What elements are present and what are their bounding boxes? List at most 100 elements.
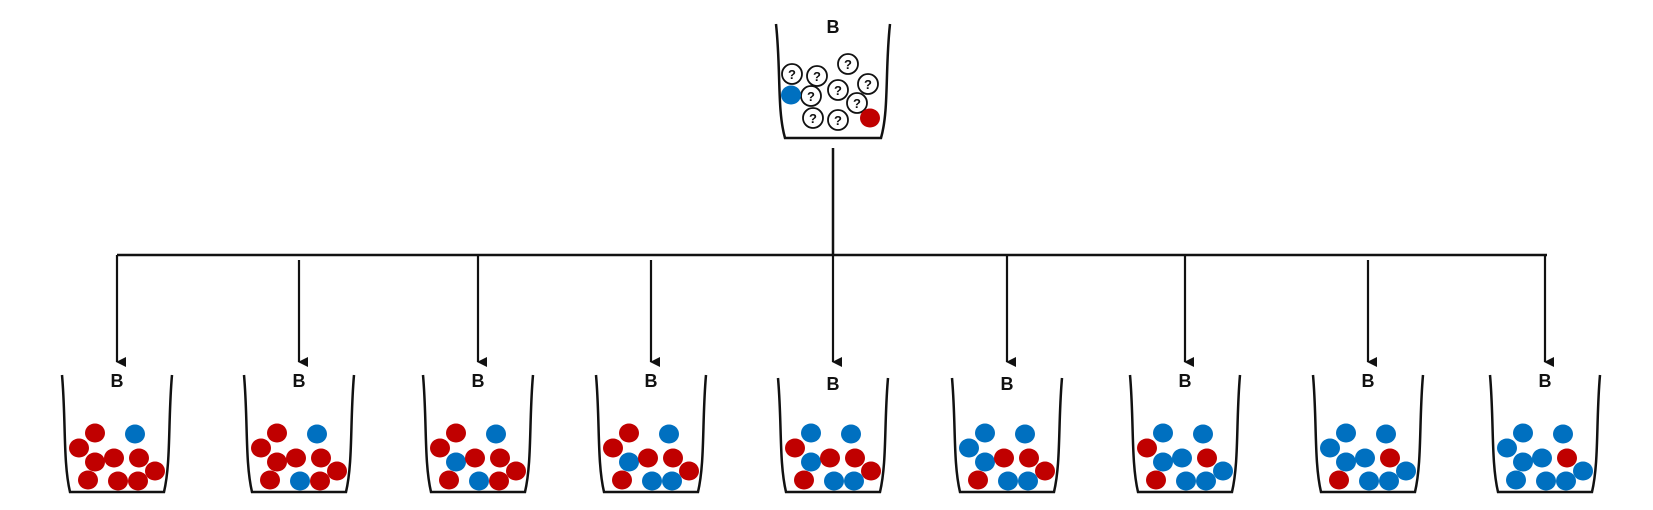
- blue-ball: [619, 452, 639, 472]
- result-cup: B: [1311, 371, 1425, 494]
- red-ball: [1035, 461, 1055, 481]
- cup-label: B: [111, 371, 124, 391]
- blue-ball: [1513, 452, 1533, 472]
- unknown-ball: ?: [806, 65, 828, 87]
- cup-outline: [776, 377, 890, 494]
- red-ball: [104, 448, 124, 468]
- blue-ball: [1355, 448, 1375, 468]
- red-ball: [260, 470, 280, 490]
- red-ball: [820, 448, 840, 468]
- red-ball: [85, 423, 105, 443]
- blue-ball: [1153, 452, 1173, 472]
- red-ball: [286, 448, 306, 468]
- blue-ball: [1497, 438, 1517, 458]
- cup-label: B: [1179, 371, 1192, 391]
- blue-ball: [290, 471, 310, 491]
- red-ball: [1329, 470, 1349, 490]
- blue-ball: [1336, 452, 1356, 472]
- svg-text:?: ?: [834, 83, 842, 98]
- red-ball: [128, 471, 148, 491]
- blue-ball: [1015, 424, 1035, 444]
- svg-text:?: ?: [788, 67, 796, 82]
- unknown-ball: ?: [846, 92, 868, 114]
- svg-text:?: ?: [844, 57, 852, 72]
- unknown-ball: ?: [827, 109, 849, 131]
- red-ball: [267, 452, 287, 472]
- result-cup: B: [594, 371, 708, 494]
- red-ball: [311, 448, 331, 468]
- red-ball: [861, 461, 881, 481]
- source-cup: B ?????????: [774, 17, 892, 140]
- cup-label: B: [1362, 371, 1375, 391]
- svg-text:?: ?: [864, 77, 872, 92]
- cup-outline: [1311, 374, 1425, 494]
- cup-outline: [594, 374, 708, 494]
- blue-ball: [446, 452, 466, 472]
- red-ball: [310, 471, 330, 491]
- cup-label: B: [1001, 374, 1014, 394]
- blue-ball: [1532, 448, 1552, 468]
- unknown-ball: ?: [837, 53, 859, 75]
- red-ball: [85, 452, 105, 472]
- blue-ball: [841, 424, 861, 444]
- cup-outline: [1488, 374, 1602, 494]
- red-ball: [679, 461, 699, 481]
- blue-ball: [125, 424, 145, 444]
- red-ball: [1557, 448, 1577, 468]
- red-ball: [1380, 448, 1400, 468]
- red-ball: [860, 108, 880, 128]
- svg-text:?: ?: [809, 111, 817, 126]
- blue-ball: [998, 471, 1018, 491]
- blue-ball: [1376, 424, 1396, 444]
- unknown-ball: ?: [802, 107, 824, 129]
- unknown-ball: ?: [800, 85, 822, 107]
- blue-ball: [1396, 461, 1416, 481]
- unknown-ball: ?: [781, 63, 803, 85]
- blue-ball: [469, 471, 489, 491]
- blue-ball: [1213, 461, 1233, 481]
- cup-outline: [421, 374, 535, 494]
- blue-ball: [781, 85, 801, 105]
- cup-outline: [1128, 374, 1242, 494]
- blue-ball: [1513, 423, 1533, 443]
- cup-outline: [60, 374, 174, 494]
- blue-ball: [1536, 471, 1556, 491]
- source-cup-label: B: [827, 17, 840, 37]
- unknown-ball: ?: [857, 73, 879, 95]
- red-ball: [794, 470, 814, 490]
- blue-ball: [1573, 461, 1593, 481]
- blue-ball: [1379, 471, 1399, 491]
- blue-ball: [801, 423, 821, 443]
- result-cup: B: [950, 374, 1064, 494]
- red-ball: [1019, 448, 1039, 468]
- blue-ball: [1336, 423, 1356, 443]
- blue-ball: [844, 471, 864, 491]
- blue-ball: [1196, 471, 1216, 491]
- blue-ball: [975, 423, 995, 443]
- result-cup: B: [60, 371, 174, 494]
- blue-ball: [1193, 424, 1213, 444]
- red-ball: [506, 461, 526, 481]
- blue-ball: [824, 471, 844, 491]
- red-ball: [490, 448, 510, 468]
- red-ball: [968, 470, 988, 490]
- red-ball: [663, 448, 683, 468]
- result-cup: B: [242, 371, 356, 494]
- red-ball: [251, 438, 271, 458]
- cup-label: B: [1539, 371, 1552, 391]
- red-ball: [446, 423, 466, 443]
- cup-outline: [242, 374, 356, 494]
- red-ball: [845, 448, 865, 468]
- blue-ball: [975, 452, 995, 472]
- blue-ball: [959, 438, 979, 458]
- blue-ball: [307, 424, 327, 444]
- source-cup-balls: ?????????: [781, 53, 880, 131]
- cup-label: B: [827, 374, 840, 394]
- red-ball: [430, 438, 450, 458]
- blue-ball: [1553, 424, 1573, 444]
- red-ball: [78, 470, 98, 490]
- red-ball: [619, 423, 639, 443]
- result-cup: B: [421, 371, 535, 494]
